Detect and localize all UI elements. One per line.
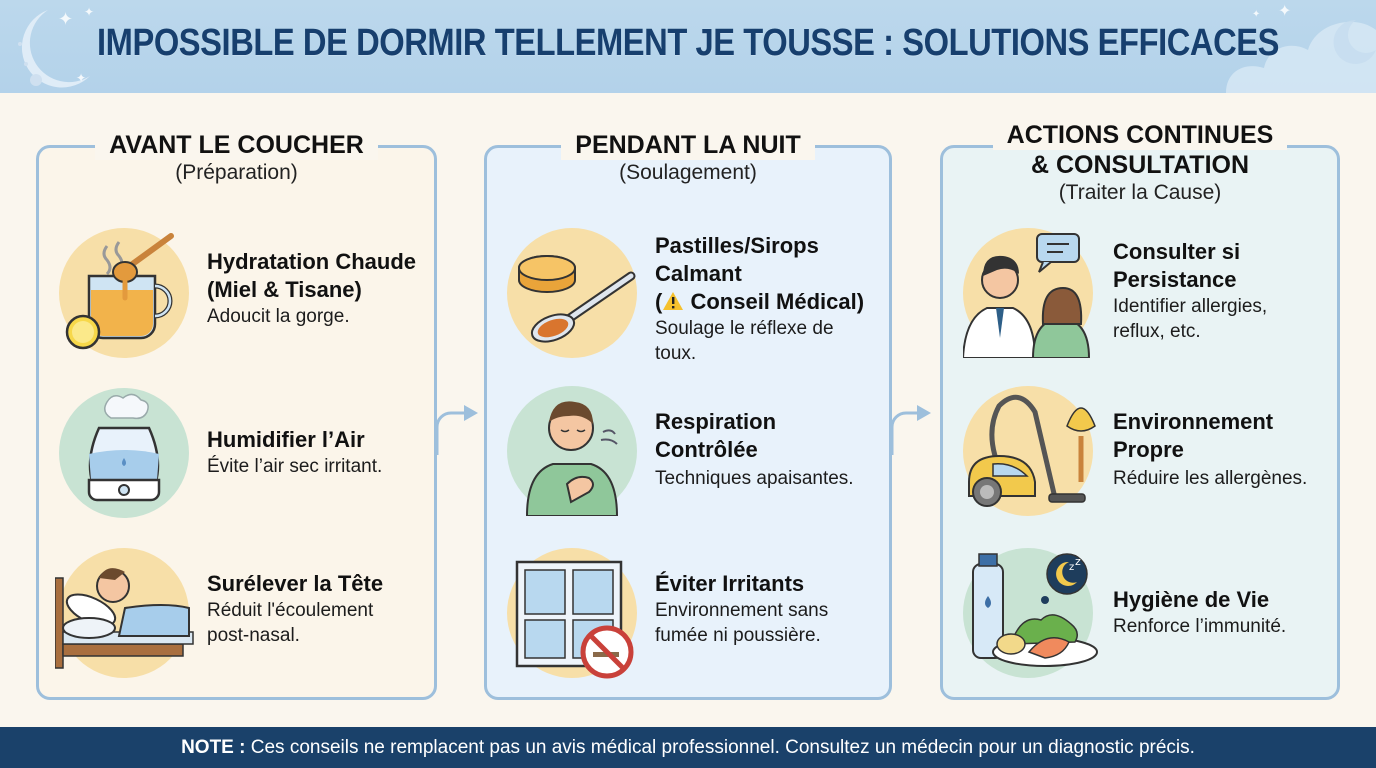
list-item: Pastilles/Sirops Calmant ( Conseil Médic… (487, 226, 889, 366)
medical-advice-warning: ( Conseil Médical) (655, 289, 865, 314)
note-text: Ces conseils ne remplacent pas un avis m… (245, 737, 1195, 758)
column-header: PENDANT LA NUIT (Soulagement) (487, 130, 889, 186)
svg-text:z: z (1069, 562, 1074, 573)
item-text: Consulter si Persistance Identifier alle… (1113, 239, 1268, 342)
lozenge-syrup-spoon-icon (507, 228, 637, 358)
star-icon: ✦ (1278, 3, 1292, 20)
page-title: IMPOSSIBLE DE DORMIR TELLEMENT JE TOUSSE… (97, 22, 1279, 64)
list-item: Consulter si Persistance Identifier alle… (943, 226, 1337, 366)
warning-triangle-icon (663, 292, 684, 310)
note-label: NOTE : (181, 737, 246, 758)
column-title: PENDANT LA NUIT (561, 130, 815, 160)
list-item: Environnement Propre Réduire les allergè… (943, 384, 1337, 524)
crescent-moon-icon (18, 10, 91, 88)
item-text: Respiration Contrôlée Techniques apaisan… (655, 409, 854, 489)
column-subtitle: (Soulagement) (619, 161, 757, 184)
column-ongoing-actions: ACTIONS CONTINUES & CONSULTATION (Traite… (940, 120, 1340, 700)
list-item: Éviter Irritants Environnement sans fumé… (487, 548, 889, 688)
header-banner: ✦ ✦ ✦ ✦ ✦ IMPOSSIBLE DE DORMIR TELLEMENT… (0, 0, 1376, 93)
vacuum-duster-icon (963, 386, 1096, 516)
item-text: Environnement Propre Réduire les allergè… (1113, 409, 1308, 489)
item-text: Éviter Irritants Environnement sans fumé… (655, 571, 829, 646)
list-item: Surélever la Tête Réduit l'écoulement po… (39, 548, 434, 688)
column-header: ACTIONS CONTINUES & CONSULTATION (Traite… (943, 120, 1337, 206)
item-text: Surélever la Tête Réduit l'écoulement po… (207, 571, 384, 646)
breathing-person-icon (507, 386, 637, 516)
list-item: Respiration Contrôlée Techniques apaisan… (487, 384, 889, 524)
doctor-consultation-icon (963, 228, 1093, 358)
star-icon: ✦ (84, 5, 95, 19)
disclaimer-footer: NOTE : Ces conseils ne remplacent pas un… (0, 727, 1376, 768)
item-text: Pastilles/Sirops Calmant ( Conseil Médic… (655, 233, 865, 364)
healthy-lifestyle-icon: z z (963, 548, 1098, 678)
cloud-icon (1226, 19, 1376, 93)
star-icon: ✦ (1252, 9, 1261, 20)
window-no-smoking-icon (507, 548, 637, 679)
item-text: Hydratation Chaude (Miel & Tisane) Adouc… (207, 249, 417, 327)
column-title-line2: & CONSULTATION (1030, 151, 1250, 179)
star-icon: ✦ (76, 71, 87, 85)
elevated-head-bed-icon (55, 548, 194, 678)
humidifier-icon (59, 388, 189, 518)
list-item: z z Hygiène de Vie Renforce l’immunité. (943, 546, 1337, 686)
list-item: Hydratation Chaude (Miel & Tisane) Adouc… (39, 226, 434, 366)
flow-arrow-icon (435, 405, 478, 455)
column-header: AVANT LE COUCHER (Préparation) (39, 130, 434, 186)
item-text: Humidifier l’Air Évite l’air sec irritan… (207, 427, 383, 477)
column-before-bed: AVANT LE COUCHER (Préparation) Hydratati… (36, 130, 437, 700)
flow-arrow-icon (890, 405, 931, 455)
column-title: AVANT LE COUCHER (95, 130, 378, 160)
honey-tea-icon (59, 228, 189, 358)
column-subtitle: (Préparation) (175, 161, 298, 184)
star-icon: ✦ (58, 9, 74, 29)
list-item: Humidifier l’Air Évite l’air sec irritan… (39, 386, 434, 526)
item-text: Hygiène de Vie Renforce l’immunité. (1113, 587, 1287, 637)
svg-text:z: z (1075, 555, 1081, 568)
column-title: ACTIONS CONTINUES (992, 120, 1288, 150)
column-subtitle: (Traiter la Cause) (1058, 181, 1222, 204)
column-during-night: PENDANT LA NUIT (Soulagement) Pastilles/… (484, 130, 892, 700)
